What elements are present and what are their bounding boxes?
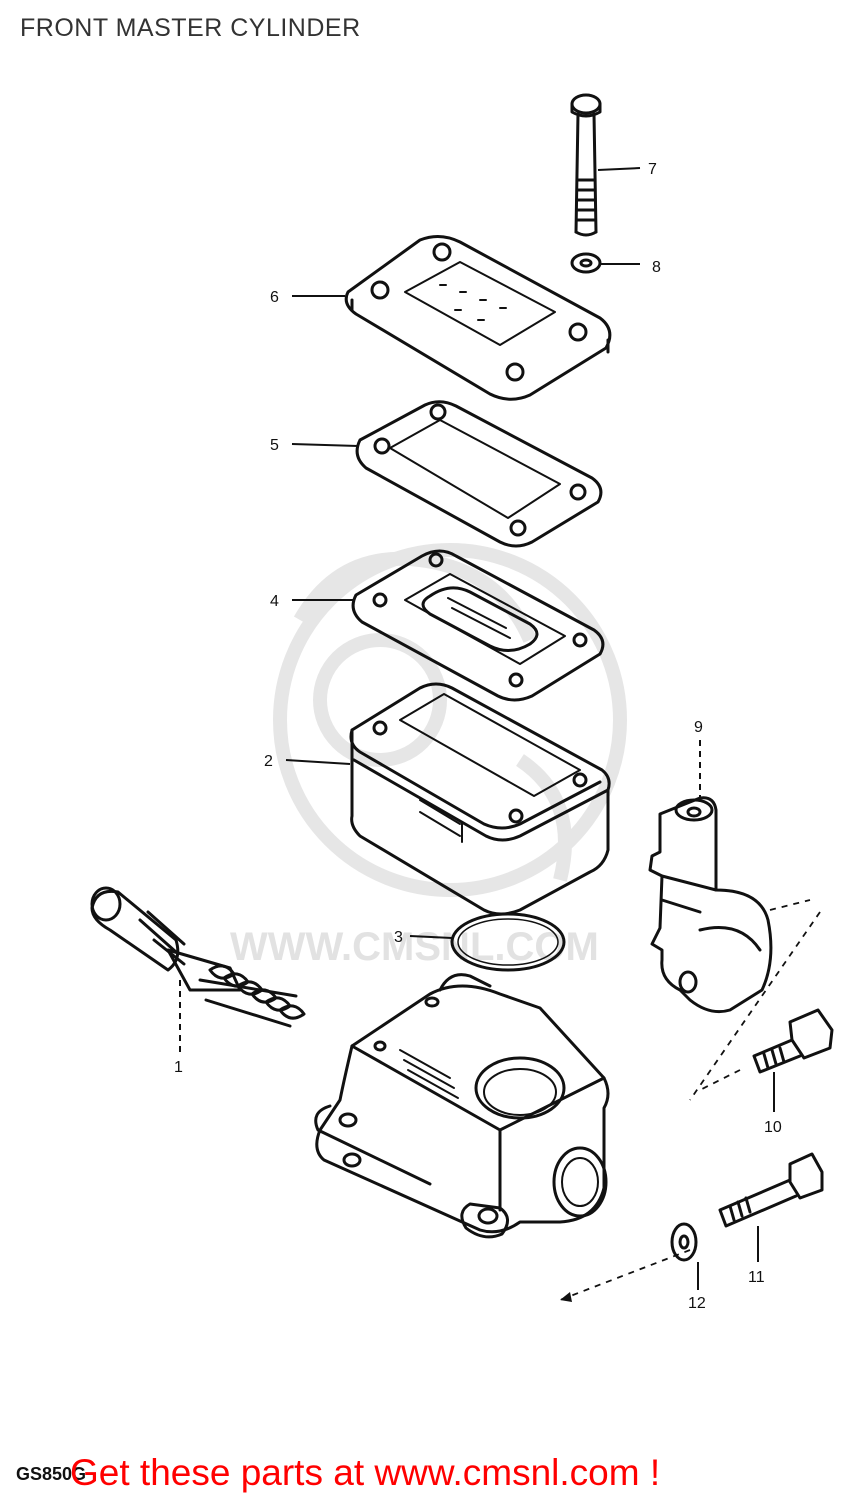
callout-2: 2 — [264, 753, 273, 770]
leader-3 — [409, 935, 453, 939]
callout-12: 12 — [688, 1295, 706, 1312]
callout-8: 8 — [652, 259, 661, 276]
watermark-text: WWW.CMSNL.COM — [230, 925, 599, 969]
guide-line-holder — [689, 911, 821, 1101]
part-2-reservoir — [349, 682, 611, 916]
master-cylinder-body — [314, 973, 610, 1239]
callout-3: 3 — [394, 929, 403, 946]
part-9-holder — [648, 796, 773, 1014]
callout-9: 9 — [694, 719, 703, 736]
callout-5: 5 — [270, 437, 279, 454]
part-7-screw — [570, 93, 602, 237]
part-8-washer — [570, 252, 602, 274]
part-11-bolt — [718, 1152, 824, 1228]
guide-line-bolt — [699, 1069, 741, 1091]
part-6-reservoir-cap — [344, 235, 612, 401]
part-1-piston-assembly — [90, 886, 306, 1028]
promo-link[interactable]: Get these parts at www.cmsnl.com ! — [70, 1452, 661, 1493]
callout-4: 4 — [270, 593, 279, 610]
callout-7: 7 — [648, 161, 657, 178]
part-10-bolt — [752, 1008, 834, 1074]
part-5-plate — [355, 400, 603, 548]
callout-6: 6 — [270, 289, 279, 306]
guide-line-top — [769, 899, 811, 911]
arrow-head — [560, 1292, 572, 1302]
model-code: GS850G — [16, 1464, 87, 1484]
callout-11: 11 — [748, 1269, 765, 1286]
part-12-washer — [670, 1222, 698, 1262]
callout-1: 1 — [174, 1059, 183, 1076]
guide-line-washer — [559, 1249, 691, 1301]
page-title: FRONT MASTER CYLINDER — [20, 14, 361, 42]
leader-7 — [597, 167, 641, 171]
part-3-o-ring — [450, 912, 566, 972]
callout-10: 10 — [764, 1119, 782, 1136]
leader-2 — [285, 759, 351, 765]
part-4-diaphragm — [351, 549, 605, 702]
leader-5 — [291, 443, 359, 447]
